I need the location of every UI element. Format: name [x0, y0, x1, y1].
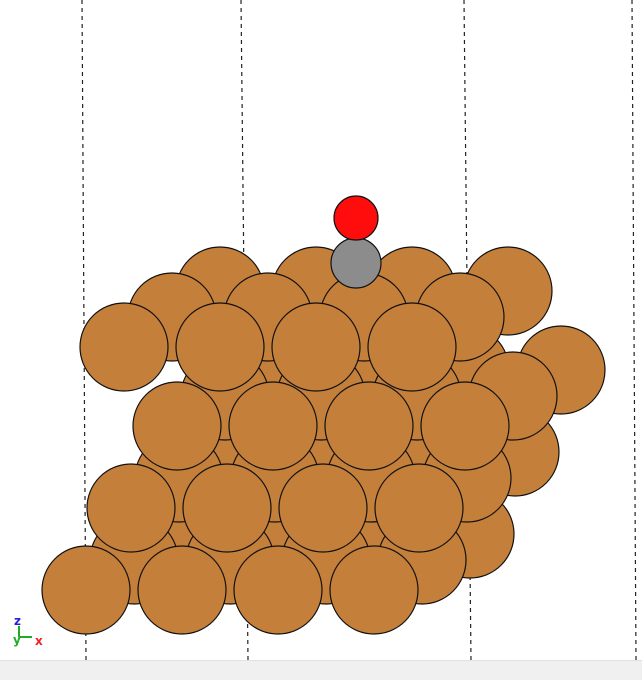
cu-atom-l2-d3-3	[324, 381, 414, 471]
cu-atom-l1-d3-3	[271, 302, 361, 392]
cu-atom-l1-d3-4	[367, 302, 457, 392]
axis-triad: z y x	[13, 614, 43, 648]
cu-atom-l4-d3-2	[137, 545, 227, 635]
status-strip	[0, 660, 642, 680]
cu-atom-l3-d3-4	[374, 463, 464, 553]
atomic-structure-canvas[interactable]: z y x	[0, 0, 642, 660]
axis-x-label: x	[35, 634, 43, 648]
structure-viewport[interactable]: z y x	[0, 0, 642, 660]
atoms-layer	[41, 195, 606, 635]
axis-z-label: z	[14, 614, 21, 628]
cu-atom-l4-d3-4	[329, 545, 419, 635]
cu-atom-l1-d3-2	[175, 302, 265, 392]
oxygen-atom	[333, 195, 379, 241]
cu-atom-l2-d3-2	[228, 381, 318, 471]
cu-atom-l2-d3-4	[420, 381, 510, 471]
axis-y-label: y	[13, 633, 21, 647]
cu-atom-l4-d3-1	[41, 545, 131, 635]
cell-boundary-4	[631, 0, 637, 660]
carbon-atom	[330, 237, 382, 289]
cu-atom-l1-d3-1	[79, 302, 169, 392]
cu-atom-l4-d3-3	[233, 545, 323, 635]
cu-atom-l3-d3-3	[278, 463, 368, 553]
cu-atom-l2-d3-1	[132, 381, 222, 471]
cu-atom-l3-d3-1	[86, 463, 176, 553]
cu-atom-l3-d3-2	[182, 463, 272, 553]
